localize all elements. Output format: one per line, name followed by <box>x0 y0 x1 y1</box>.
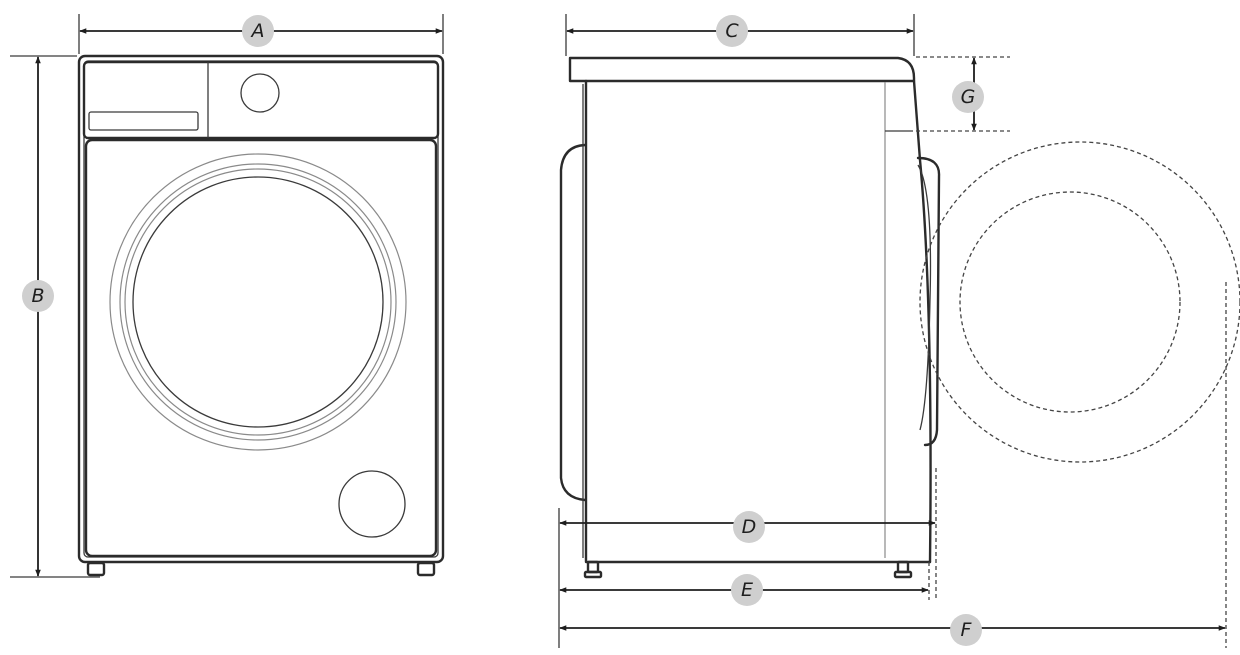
side-top-plate <box>568 56 916 83</box>
side-front-face <box>912 79 932 564</box>
dimensions: A B C G D E F <box>22 15 1226 646</box>
side-body <box>584 79 932 564</box>
front-foot-right <box>416 561 436 577</box>
porthole-outer <box>109 153 407 451</box>
porthole-glass <box>132 176 384 428</box>
side-view <box>558 14 1240 648</box>
control-panel <box>82 60 440 140</box>
dim-label-e: E <box>741 579 753 601</box>
program-knob <box>240 73 280 113</box>
dim-label-f: F <box>961 619 973 641</box>
open-door-glass <box>959 191 1181 413</box>
dim-label-g: G <box>961 86 976 108</box>
front-cabinet <box>77 54 445 564</box>
filter-cover <box>338 470 406 538</box>
porthole-ring <box>119 163 397 441</box>
dim-label-b: B <box>31 285 44 307</box>
side-foot-front <box>896 560 910 574</box>
dim-label-d: D <box>742 516 757 538</box>
dim-label-c: C <box>725 20 739 42</box>
front-foot-left <box>86 561 106 577</box>
detergent-drawer <box>88 111 199 131</box>
door-panel <box>84 138 438 558</box>
dim-label-a: A <box>250 20 265 42</box>
side-rear-bump <box>559 143 587 502</box>
side-foot-rear <box>586 560 600 574</box>
front-view <box>10 14 445 578</box>
side-door-profile <box>916 156 941 447</box>
open-door-outline <box>919 141 1240 463</box>
